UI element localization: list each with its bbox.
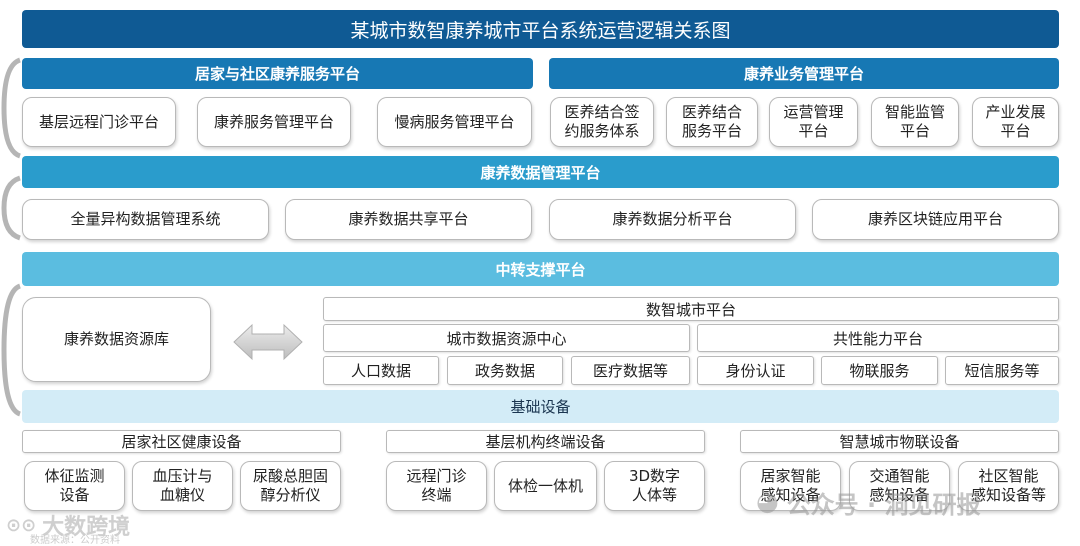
business-platform-header: 康养业务管理平台	[549, 58, 1059, 89]
double-arrow-icon	[233, 323, 303, 361]
relay-support-platform-header: 中转支撑平台	[22, 252, 1059, 286]
medical-care-contract-system-box: 医养结合签 约服务体系	[550, 97, 654, 147]
population-data-box: 人口数据	[323, 356, 439, 385]
iot-service-box: 物联服务	[821, 356, 938, 385]
blockchain-platform-box: 康养区块链应用平台	[812, 199, 1059, 240]
government-data-box: 政务数据	[447, 356, 563, 385]
infrastructure-header: 基础设备	[22, 390, 1059, 423]
medical-care-service-platform-box: 医养结合 服务平台	[666, 97, 758, 147]
wechat-icon: ◕	[756, 487, 779, 517]
home-health-devices-label: 居家社区健康设备	[22, 430, 341, 453]
digital-city-platform-header: 数智城市平台	[323, 297, 1059, 321]
data-resource-library-box: 康养数据资源库	[22, 297, 211, 382]
industry-development-platform-box: 产业发展 平台	[972, 97, 1059, 147]
brand-watermark-left: ⊙⊙ 大数跨境	[6, 510, 131, 541]
community-smart-sensing-box: 社区智能 感知设备等	[958, 461, 1059, 511]
physical-exam-machine-box: 体检一体机	[494, 461, 597, 511]
medical-data-box: 医疗数据等	[571, 356, 690, 385]
data-analysis-platform-box: 康养数据分析平台	[549, 199, 796, 240]
brand-watermark-right-text: 公众号 · 洞见研报	[786, 490, 981, 519]
3d-digital-body-box: 3D数字 人体等	[604, 461, 705, 511]
uric-acid-analyzer-box: 尿酸总胆固 醇分析仪	[240, 461, 341, 511]
data-sharing-platform-box: 康养数据共享平台	[285, 199, 532, 240]
heterogeneous-data-system-box: 全量异构数据管理系统	[22, 199, 269, 240]
identity-auth-box: 身份认证	[697, 356, 814, 385]
operation-mgmt-platform-box: 运营管理 平台	[769, 97, 858, 147]
sms-service-box: 短信服务等	[945, 356, 1059, 385]
home-smart-sensing-box: 居家智能 感知设备	[740, 461, 841, 511]
home-community-platform-header: 居家与社区康养服务平台	[22, 58, 533, 89]
vital-sign-device-box: 体征监测 设备	[24, 461, 125, 511]
logo-icon: ⊙⊙	[6, 514, 37, 536]
city-data-center-label: 城市数据资源中心	[323, 324, 690, 352]
remote-clinic-platform-box: 基层远程门诊平台	[22, 97, 176, 147]
common-capability-platform-label: 共性能力平台	[697, 324, 1059, 352]
source-watermark-left: 数据来源：公开资料	[30, 535, 120, 546]
traffic-smart-sensing-box: 交通智能 感知设备	[849, 461, 950, 511]
left-bracket-arcs	[1, 57, 22, 417]
smart-supervision-platform-box: 智能监管 平台	[871, 97, 959, 147]
brand-watermark-right: ◕ 公众号 · 洞见研报	[756, 484, 981, 520]
brand-watermark-left-text: 大数跨境	[42, 515, 131, 540]
care-service-mgmt-platform-box: 康养服务管理平台	[197, 97, 351, 147]
terminal-devices-label: 基层机构终端设备	[386, 430, 705, 453]
remote-clinic-terminal-box: 远程门诊 终端	[386, 461, 487, 511]
chronic-disease-platform-box: 慢病服务管理平台	[377, 97, 532, 147]
iot-devices-label: 智慧城市物联设备	[740, 430, 1059, 453]
blood-pressure-glucose-meter-box: 血压计与 血糖仪	[132, 461, 233, 511]
page-title: 某城市数智康养城市平台系统运营逻辑关系图	[22, 10, 1059, 48]
data-mgmt-platform-header: 康养数据管理平台	[22, 156, 1059, 188]
